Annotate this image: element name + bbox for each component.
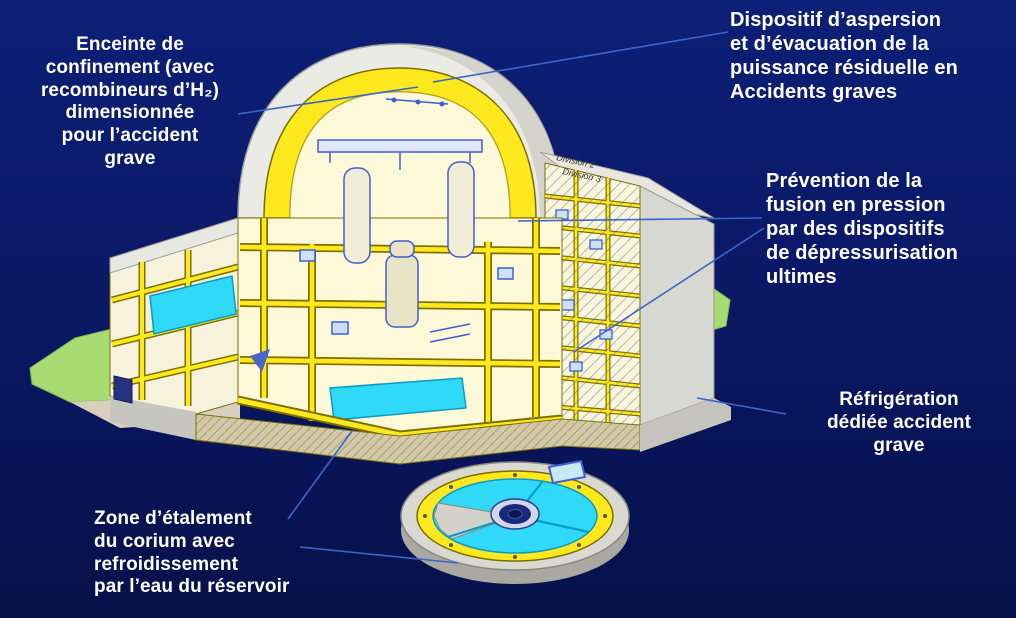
connector-depressurization [517,217,763,222]
corium-gate [547,459,587,485]
anchor-bolts [423,473,607,559]
label-spray-system: Dispositif d’aspersion et d’évacuation d… [730,9,958,103]
basemat [195,398,731,465]
label-containment: Enceinte de confinement (avec recombineu… [40,34,220,169]
corium-spreading-disc [400,459,630,584]
irwst-water [329,377,467,421]
connector-containment [237,86,419,115]
connector-cooling [696,397,787,415]
transfer-device [250,349,270,372]
connector-spray [432,31,729,83]
steam-generator-right [447,161,475,258]
label-corium-spreading: Zone d’étalement du corium avec refroidi… [94,508,290,598]
access-door [113,375,133,404]
polar-crane [317,139,483,153]
connector-depressurization-2 [573,227,765,353]
left-annex [110,217,238,440]
reactor-vessel [385,254,419,328]
steam-generator-left [343,167,371,264]
internal-equipment [250,97,514,372]
connector-corium-disc [299,546,459,564]
safeguard-building-right: Division 2 Division 3 [539,151,715,433]
label-dedicated-cooling: Réfrigération dédiée accident grave [826,389,972,456]
connector-corium-building [287,430,353,520]
fuel-pool-water [149,275,237,335]
containment-dome [237,43,563,219]
label-depressurization: Prévention de la fusion en pression par … [766,170,958,288]
connector-lines [237,31,787,564]
